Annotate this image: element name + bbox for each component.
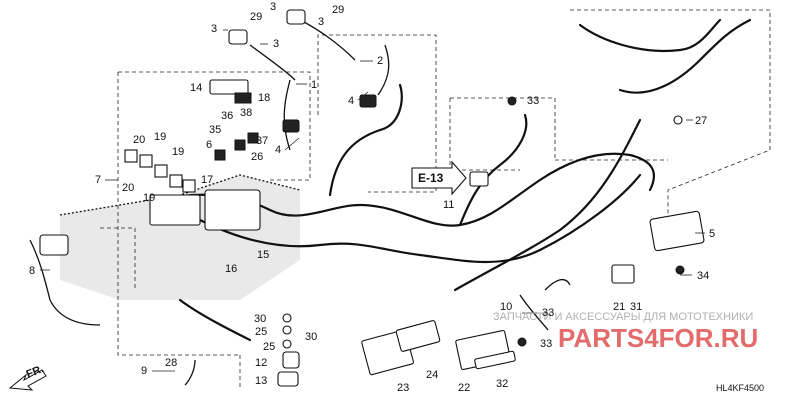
callout-19a: 19: [154, 131, 166, 143]
callout-10: 10: [500, 301, 512, 313]
ref-e13-label: E-13: [418, 171, 444, 185]
callout-3a: 3: [211, 23, 217, 35]
watermark-main: PARTS4FOR.RU: [558, 323, 758, 353]
callout-11: 11: [443, 199, 454, 211]
ref-e13: E-13: [411, 160, 467, 196]
callout-29b: 29: [332, 4, 344, 16]
frame-outline: [59, 174, 301, 300]
dashed-boxes: [100, 9, 771, 390]
callout-5: 5: [709, 228, 715, 240]
callout-31: 31: [630, 301, 642, 313]
callout-16: 16: [225, 263, 237, 275]
callout-15: 15: [257, 249, 269, 261]
callout-9: 9: [141, 365, 147, 377]
callout-30a: 30: [254, 313, 266, 325]
callout-3d: 3: [318, 16, 324, 28]
callout-3c: 3: [273, 38, 279, 50]
callout-22: 22: [458, 382, 470, 394]
callout-30b: 30: [305, 331, 317, 343]
callout-33a: 33: [527, 95, 539, 107]
callout-33b: 33: [542, 307, 554, 319]
callout-37: 37: [256, 135, 268, 147]
callout-20b: 20: [122, 182, 134, 194]
callout-8: 8: [29, 265, 35, 277]
callout-17: 17: [201, 174, 213, 186]
callout-21: 21: [613, 301, 625, 313]
callout-14: 14: [190, 82, 202, 94]
callout-1: 1: [311, 79, 317, 91]
diagram-code: HL4KF4500: [716, 383, 764, 393]
callout-18: 18: [258, 92, 270, 104]
callout-23: 23: [397, 382, 409, 394]
callout-7: 7: [95, 174, 101, 186]
front-arrow: FR.: [8, 363, 47, 391]
callout-27: 27: [695, 115, 707, 127]
main-harness: [29, 18, 752, 386]
callout-4b: 4: [275, 144, 281, 156]
callout-28: 28: [165, 357, 177, 369]
callout-34: 34: [697, 270, 709, 282]
callout-13: 13: [255, 375, 267, 387]
callout-labels: 1 2 3 3 3 3 4 4 5 6 7 8 9 10 11 12 13 14…: [29, 1, 715, 394]
leader-lines: [40, 29, 705, 372]
components: [39, 9, 705, 387]
watermark-top: ЗАПЧАСТИ И АКСЕССУАРЫ ДЛЯ МОТОТЕХНИКИ: [493, 311, 753, 323]
callout-20a: 20: [133, 134, 145, 146]
callout-29a: 29: [250, 11, 262, 23]
callout-3b: 3: [270, 1, 276, 13]
callout-19c: 19: [143, 192, 155, 204]
callout-6: 6: [206, 139, 212, 151]
callout-32: 32: [496, 378, 508, 390]
callout-38: 38: [240, 107, 252, 119]
callout-2: 2: [377, 55, 383, 67]
callout-25b: 25: [263, 341, 275, 353]
callout-12: 12: [255, 357, 267, 369]
callout-19b: 19: [172, 146, 184, 158]
callout-4a: 4: [348, 95, 354, 107]
callout-24: 24: [426, 369, 438, 381]
callout-36: 36: [221, 110, 233, 122]
watermark: ЗАПЧАСТИ И АКСЕССУАРЫ ДЛЯ МОТОТЕХНИКИ PA…: [493, 311, 758, 353]
callout-25a: 25: [255, 326, 267, 338]
callout-35: 35: [209, 124, 221, 136]
callout-33c: 33: [540, 338, 552, 350]
callout-26: 26: [251, 151, 263, 163]
